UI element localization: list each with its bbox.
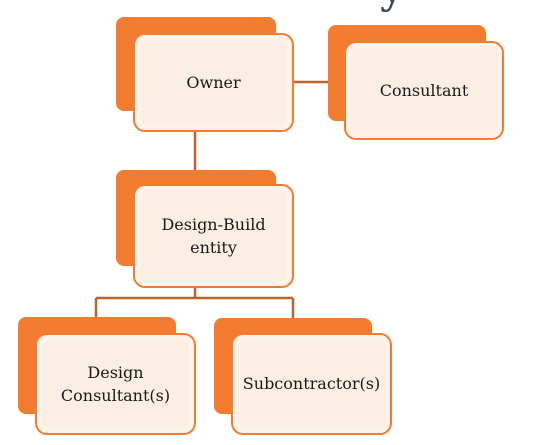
node-owner-label: Owner [186, 72, 241, 92]
node-design-build-label: Design-Build entity [161, 214, 266, 257]
node-subcontractors-card: Subcontractor(s) [231, 333, 392, 435]
node-consultant-label: Consultant [379, 80, 469, 100]
node-consultant-card: Consultant [344, 41, 504, 140]
node-owner-card: Owner [133, 33, 294, 132]
node-design-build-card: Design-Build entity [133, 184, 294, 288]
slide-title-fragment: y [380, 0, 405, 10]
node-design-consultants-card: Design Consultant(s) [35, 333, 196, 435]
node-design-consultants-label: Design Consultant(s) [60, 362, 171, 405]
node-subcontractors-label: Subcontractor(s) [242, 374, 381, 394]
